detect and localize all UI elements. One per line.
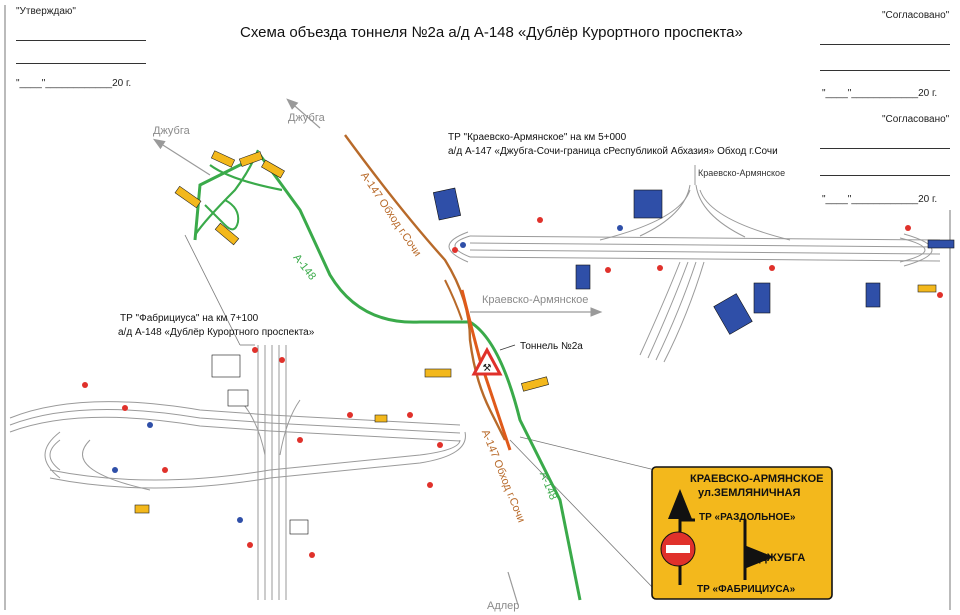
direction-dzhubga-1: Джубга bbox=[153, 125, 190, 137]
direction-kraevsko-small: Краевско-Армянское bbox=[698, 168, 786, 178]
right-approval-2-date: "____"____________20 г. bbox=[822, 194, 938, 205]
leader-tunnel bbox=[499, 344, 516, 351]
tunnel-warning-icon: ⚒ bbox=[471, 346, 503, 376]
svg-text:⚒: ⚒ bbox=[483, 363, 492, 374]
arrow-dzhubga-2 bbox=[286, 98, 321, 129]
right-approval-1-line-1 bbox=[820, 44, 950, 45]
left-approval-line-1 bbox=[16, 40, 146, 41]
info-sign-line3: ТР «РАЗДОЛЬНОЕ» bbox=[699, 512, 796, 523]
right-approval-2-line-2 bbox=[820, 175, 950, 176]
left-approval-line-2 bbox=[16, 63, 146, 64]
road-a147-top bbox=[344, 134, 507, 441]
tp-fabritsius-line1: ТР "Фабрициуса" на км 7+100 bbox=[120, 313, 259, 324]
right-approval-1-line-2 bbox=[820, 70, 950, 71]
tp-fabritsius-line2: а/д А-148 «Дублёр Курортного проспекта» bbox=[118, 327, 315, 338]
info-sign-line5: ТР «ФАБРИЦИУСА» bbox=[697, 584, 796, 595]
right-approval-2-line-1 bbox=[820, 148, 950, 149]
right-approval-1-date: "____"____________20 г. bbox=[822, 88, 938, 99]
direction-kraevsko: Краевско-Армянское bbox=[482, 294, 589, 306]
info-sign-line1: КРАЕВСКО-АРМЯНСКОЕ bbox=[690, 473, 824, 485]
road-a148 bbox=[193, 153, 582, 601]
road-a147-ramp bbox=[444, 279, 463, 321]
sign-markers bbox=[82, 217, 943, 558]
right-approval-1-label: "Согласовано" bbox=[882, 10, 950, 21]
yellow-signs bbox=[134, 150, 937, 514]
blue-plates bbox=[211, 187, 955, 535]
left-approval-date: "____"____________20 г. bbox=[16, 78, 132, 89]
interchange-kraevsko bbox=[448, 184, 941, 363]
leader-fabritsius-top bbox=[184, 234, 241, 346]
leader-info-sign-1 bbox=[519, 436, 656, 471]
no-entry-bar-icon bbox=[666, 545, 690, 553]
leader-info-sign-2 bbox=[509, 439, 656, 591]
right-approval-2-label: "Согласовано" bbox=[882, 114, 950, 125]
road-a148-loop bbox=[204, 199, 240, 231]
tp-kraevsko-line2: а/д А-147 «Джубга-Сочи-граница сРеспубли… bbox=[448, 146, 778, 157]
info-sign-board bbox=[651, 466, 833, 600]
direction-dzhubga-2: Джубга bbox=[288, 112, 325, 124]
interchange-fabritsius bbox=[9, 345, 466, 600]
road-a148-ramp-2 bbox=[209, 164, 283, 192]
direction-adler: Адлер bbox=[487, 600, 520, 612]
left-approval-label: "Утверждаю" bbox=[16, 6, 76, 17]
info-sign-line2: ул.ЗЕМЛЯНИЧНАЯ bbox=[698, 487, 801, 499]
page-title: Схема объезда тоннеля №2а а/д А-148 «Дуб… bbox=[240, 24, 743, 41]
arrow-dzhubga-1 bbox=[152, 138, 211, 176]
info-sign-line4: ДЖУБГА bbox=[759, 552, 806, 564]
tunnel-label: Тоннель №2а bbox=[520, 341, 583, 352]
arrow-adler bbox=[507, 571, 519, 606]
tp-kraevsko-line1: ТР "Краевско-Армянское" на км 5+000 bbox=[448, 132, 627, 143]
